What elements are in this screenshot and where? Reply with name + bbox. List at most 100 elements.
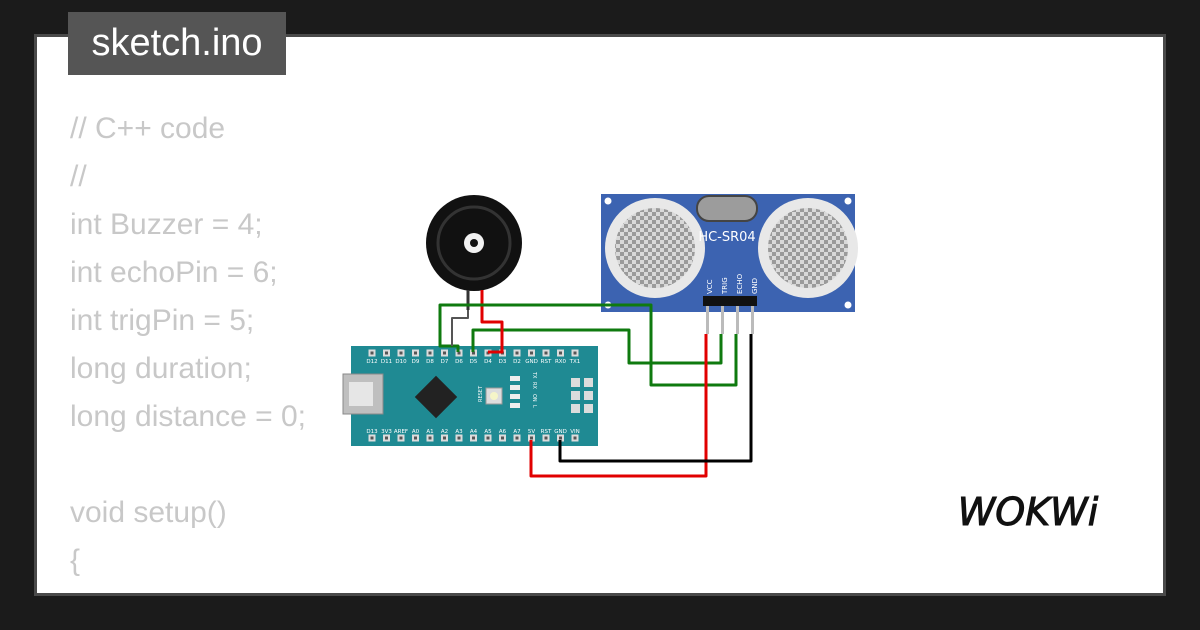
top-pin-label: RX0 (555, 359, 567, 365)
bottom-pin-label: A7 (513, 429, 521, 435)
led-label-tx: TX (531, 371, 537, 379)
code-line: void setup() (70, 496, 227, 529)
microcontroller-chip (414, 375, 458, 419)
top-pad-hole-5 (443, 351, 446, 355)
bottom-pad-hole-7 (472, 436, 475, 440)
top-pad-hole-11 (530, 351, 533, 355)
top-pin-label: D5 (470, 359, 478, 365)
top-pin-label: D8 (426, 359, 434, 365)
bottom-pad-hole-13 (559, 436, 562, 440)
bottom-pad-hole-8 (486, 436, 490, 440)
ultrasonic-sensor[interactable]: HC-SR04 VCC TRIG ECHO GND (601, 194, 858, 334)
pin-header (703, 296, 757, 306)
top-pad-hole-10 (515, 351, 519, 355)
led-label-rx: RX (531, 382, 537, 389)
wokwi-logo-text: WOKWi (958, 490, 1099, 534)
bottom-pin-label: A3 (455, 429, 463, 435)
bottom-pin-label: A6 (499, 429, 507, 435)
bottom-pad-hole-12 (544, 436, 548, 440)
wire-echo[interactable] (438, 303, 738, 387)
top-pin-label: TX1 (569, 359, 581, 365)
buzzer-hole (470, 239, 478, 247)
top-pin-label: D11 (381, 359, 392, 365)
preview-card: // C++ code // int Buzzer = 4; int echoP… (34, 34, 1166, 596)
top-pin-label: D10 (395, 359, 407, 365)
pin-label-gnd: GND (751, 278, 759, 294)
led-tx (510, 376, 520, 381)
mount-hole (844, 301, 852, 309)
bottom-pin-label: 3V3 (381, 429, 392, 435)
top-pad-hole-4 (428, 351, 432, 355)
usb-port (349, 382, 373, 406)
bottom-pad-hole-9 (501, 436, 504, 440)
sensor-name: HC-SR04 (698, 230, 755, 245)
top-pad-hole-14 (573, 351, 577, 355)
top-pad-hole-2 (399, 351, 403, 355)
code-line: int Buzzer = 4; (70, 208, 263, 241)
bottom-pin-label: RST (541, 429, 552, 435)
bottom-pin-label: A0 (412, 429, 420, 435)
icsp-header (571, 378, 593, 413)
bottom-pin-label: VIN (570, 429, 580, 435)
bottom-pin-label: A4 (470, 429, 478, 435)
bottom-pin-label: A2 (441, 429, 448, 435)
bottom-pin-label: A5 (484, 429, 492, 435)
icsp-pin[interactable] (571, 404, 580, 413)
code-line: { (70, 544, 81, 577)
bottom-pad-hole-3 (414, 436, 417, 440)
code-line: int echoPin = 6; (70, 256, 278, 289)
top-pin-label: D2 (513, 359, 521, 365)
code-line: long distance = 0; (70, 400, 307, 433)
reset-button-cap (490, 392, 498, 400)
wire-gnd[interactable] (558, 334, 753, 463)
top-pin-label: GND (525, 359, 538, 365)
mount-hole (604, 197, 612, 205)
bottom-pad-hole-2 (399, 436, 403, 440)
icsp-pin[interactable] (584, 391, 593, 400)
pin-echo[interactable] (736, 306, 739, 334)
file-tab[interactable]: sketch.ino (68, 12, 286, 75)
code-line: // C++ code (70, 112, 226, 145)
led-l (510, 403, 520, 408)
top-pin-label: D3 (499, 359, 507, 365)
bottom-pin-label: D13 (366, 429, 378, 435)
top-pad-hole-6 (457, 351, 461, 355)
bottom-pad-hole-0 (370, 436, 374, 440)
code-line: pinMode(Buzzer, OUTPUT); (70, 585, 462, 593)
wire-buzzer-positive[interactable] (480, 310, 504, 354)
top-pin-label: D6 (455, 359, 463, 365)
wire-trig[interactable] (471, 328, 723, 365)
pin-label-trig: TRIG (721, 277, 729, 295)
bottom-pin-label: GND (554, 429, 567, 435)
led-label-on: ON (531, 394, 537, 402)
pin-trig[interactable] (721, 306, 724, 334)
icsp-pin[interactable] (571, 378, 580, 387)
nano-board (351, 346, 598, 446)
top-pin-label: D7 (441, 359, 449, 365)
wire-buzzer-negative[interactable] (451, 310, 469, 346)
wokwi-logo: WOKWi (957, 490, 1099, 535)
buzzer[interactable] (426, 195, 522, 310)
crystal (696, 195, 758, 222)
pin-label-vcc: VCC (706, 279, 714, 294)
transducer-right-mesh (768, 208, 848, 288)
bottom-pin-label: 5V (528, 429, 535, 435)
wires (438, 303, 753, 478)
top-pad-hole-12 (544, 351, 548, 355)
led-label-l: L (531, 405, 537, 408)
led-on (510, 394, 520, 399)
icsp-pin[interactable] (584, 378, 593, 387)
top-pad-hole-1 (385, 351, 388, 355)
bottom-pad-hole-10 (515, 436, 519, 440)
pin-label-echo: ECHO (736, 273, 744, 294)
pin-vcc[interactable] (706, 306, 709, 334)
icsp-pin[interactable] (571, 391, 580, 400)
code-line: // (70, 160, 87, 193)
bottom-pad-hole-4 (428, 436, 432, 440)
icsp-pin[interactable] (584, 404, 593, 413)
wire-vcc[interactable] (529, 334, 708, 478)
pin-gnd[interactable] (751, 306, 754, 334)
